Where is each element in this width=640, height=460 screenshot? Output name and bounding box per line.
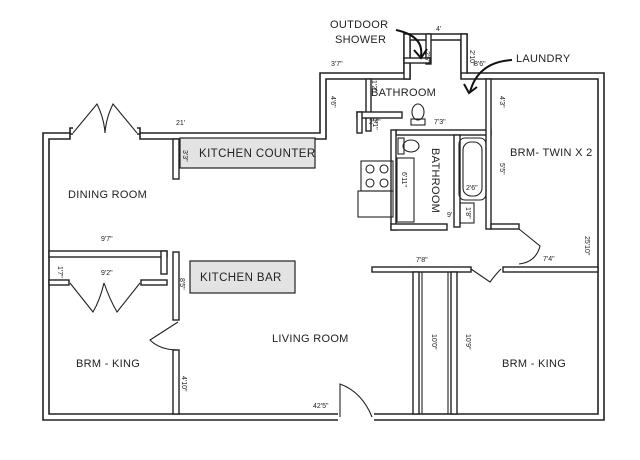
laundry-arrow-icon bbox=[463, 59, 513, 95]
dim-twin-height: 25'10" bbox=[583, 236, 590, 256]
label-kitchen-counter: KITCHEN COUNTER bbox=[199, 148, 316, 160]
dim-tub-a: 2'6" bbox=[466, 185, 478, 192]
hall-closets bbox=[412, 271, 458, 415]
dim-closet-a: 10'0" bbox=[430, 334, 437, 350]
dining-double-door[interactable] bbox=[72, 102, 138, 134]
stove-icon bbox=[357, 160, 394, 218]
dim-shower-depth: 2'5" bbox=[423, 51, 430, 63]
label-living-room: LIVING ROOM bbox=[272, 333, 349, 345]
kitchen-counter bbox=[179, 137, 316, 169]
dim-closet-depth: 6'11" bbox=[400, 172, 407, 187]
label-outdoor-shower: OUTDOOR bbox=[330, 19, 388, 31]
dim-counter-side: 3'3" bbox=[181, 150, 188, 162]
dim-bath-c: 7'3" bbox=[434, 119, 446, 126]
dim-twin-side: 5'5" bbox=[498, 163, 505, 175]
label-kitchen-bar: KITCHEN BAR bbox=[200, 272, 282, 284]
dim-twin-wall: 4'3" bbox=[498, 96, 505, 108]
label-bathroom-top: BATHROOM bbox=[371, 87, 436, 99]
twin-bedroom-walls bbox=[371, 223, 599, 283]
dim-bath-b: 1'1" bbox=[371, 118, 378, 130]
dim-bath-a: 2'4" bbox=[369, 119, 381, 126]
label-dining-room: DINING ROOM bbox=[68, 189, 147, 201]
kitchen-partial-wall bbox=[172, 138, 180, 180]
toilet-icon bbox=[397, 137, 420, 155]
dim-bath-door: 9' bbox=[447, 212, 452, 219]
dim-shower-width: 4' bbox=[436, 26, 441, 33]
dim-closet-b: 10'9" bbox=[464, 334, 471, 350]
outdoor-shower-arrow-icon bbox=[395, 29, 428, 60]
dim-dining-width: 21' bbox=[176, 120, 185, 127]
dim-laundry-depth: 2'10" bbox=[468, 50, 475, 66]
dining-double-door-opening bbox=[73, 127, 137, 140]
label-brm-king-left: BRM - KING bbox=[76, 358, 140, 370]
front-door-opening bbox=[338, 413, 374, 421]
top-bathroom bbox=[356, 78, 492, 230]
dim-living-wall: 4'10" bbox=[180, 376, 187, 392]
label-outdoor-shower-2: SHOWER bbox=[335, 34, 386, 46]
sink-icon bbox=[459, 202, 475, 224]
label-brm-twin: BRM- TWIN X 2 bbox=[510, 147, 593, 159]
dim-dining-lower: 9'7" bbox=[101, 236, 113, 243]
label-laundry: LAUNDRY bbox=[516, 53, 571, 65]
dim-hall-width: 7'8" bbox=[416, 257, 428, 264]
king-left-door[interactable] bbox=[149, 321, 179, 351]
label-brm-king-right: BRM - KING bbox=[502, 358, 566, 370]
dim-total-width: 42'5" bbox=[313, 403, 329, 410]
dim-king-closet-d: 1'7" bbox=[56, 266, 63, 278]
label-bathroom-side: BATHROOM bbox=[429, 148, 441, 213]
dim-bar-side: 8'5" bbox=[178, 278, 185, 290]
dim-laundry-width: 8'6" bbox=[474, 61, 486, 68]
dim-tub-b: 1'8" bbox=[464, 207, 471, 219]
dim-twin-door: 7'4" bbox=[543, 256, 555, 263]
bathtub-icon bbox=[458, 137, 487, 201]
king-closet-double-door[interactable] bbox=[69, 282, 141, 313]
front-door[interactable] bbox=[339, 383, 373, 418]
outdoor-shower-laundry bbox=[403, 33, 468, 80]
kitchen-bar bbox=[189, 260, 296, 294]
dining-divider-wall bbox=[48, 250, 180, 415]
dim-bath-wall-a: 1'2" bbox=[370, 80, 377, 92]
dim-hall-top: 3'7" bbox=[331, 61, 343, 68]
toilet-icon bbox=[410, 103, 426, 126]
dim-king-closet-w: 9'2" bbox=[101, 270, 113, 277]
dim-bath-wall-b: 4'6" bbox=[329, 96, 336, 108]
